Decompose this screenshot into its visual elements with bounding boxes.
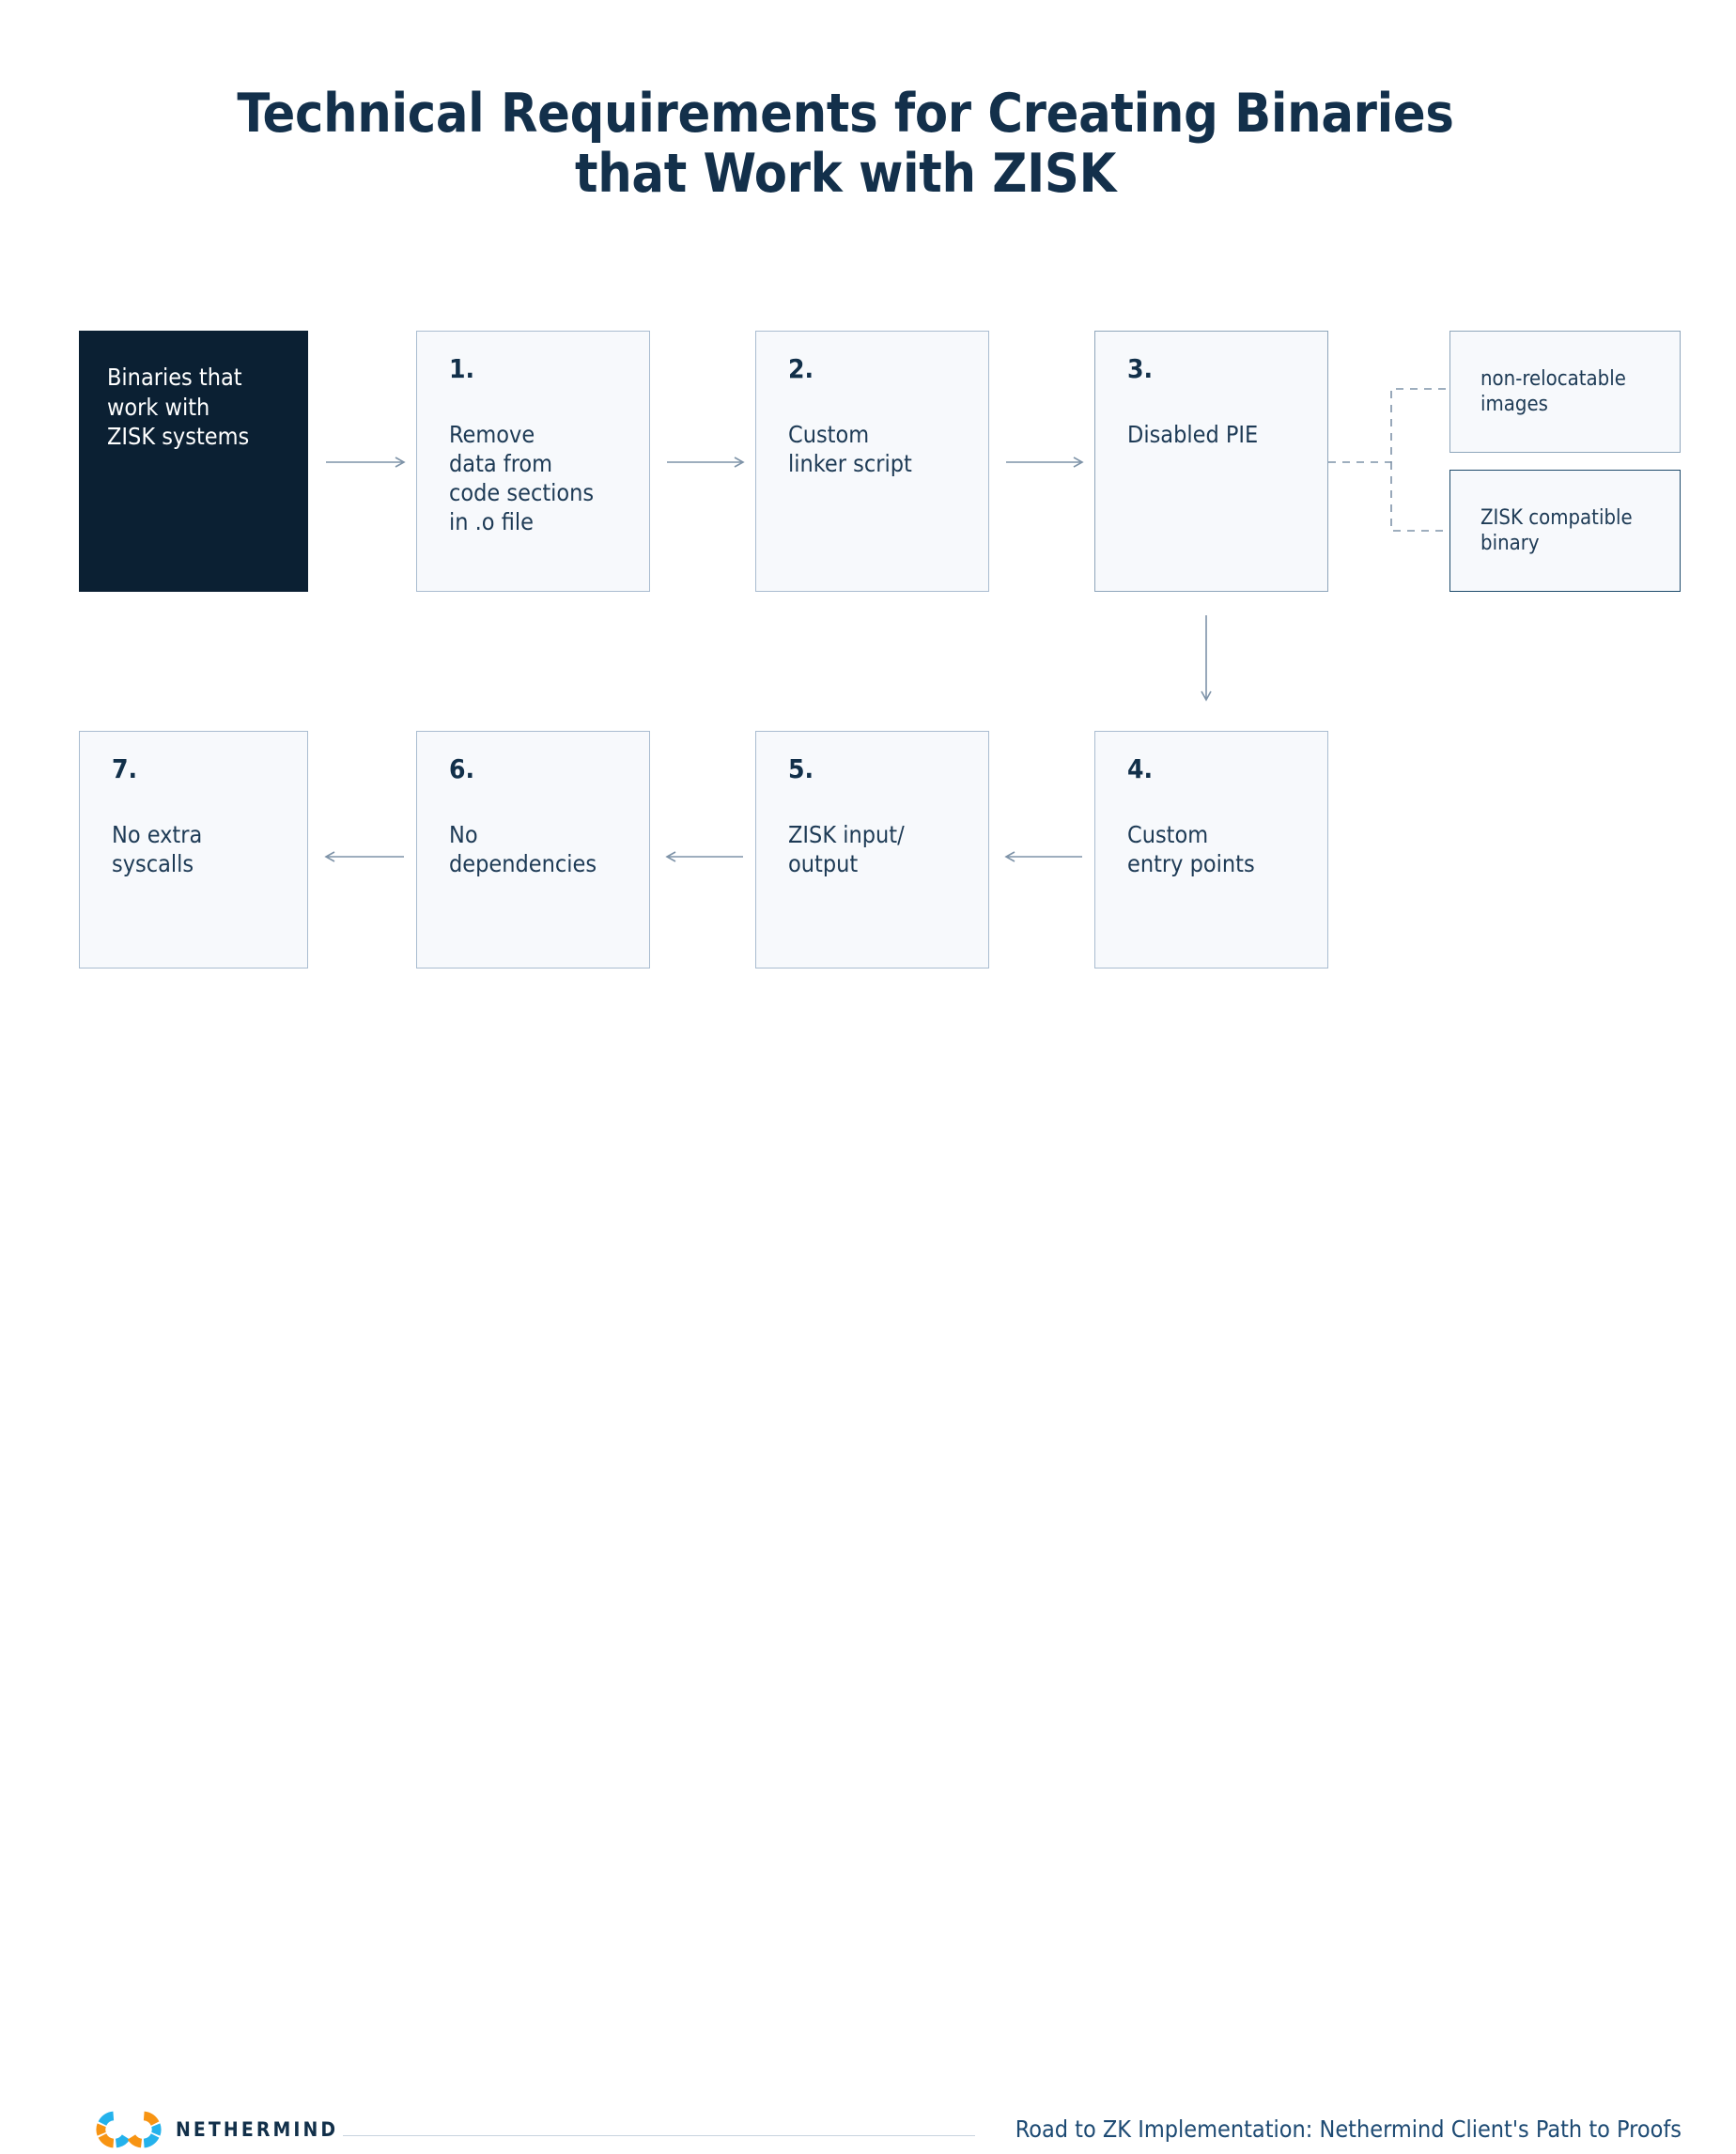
flow-node-step-7-label: No extra syscalls [112, 821, 203, 877]
flow-node-start-label: Binaries that work with ZISK systems [107, 364, 250, 450]
flow-node-step-2-number: 2. [788, 353, 814, 384]
footer-note: Road to ZK Implementation: Nethermind Cl… [1015, 2115, 1682, 2143]
flow-node-step-3[interactable]: 3. Disabled PIE [1094, 331, 1328, 592]
flow-node-step-4-label: Custom entry points [1127, 821, 1255, 877]
connector-layer [324, 388, 1449, 862]
flow-node-step-7[interactable]: 7. No extra syscalls [79, 731, 308, 969]
page-title: Technical Requirements for Creating Bina… [113, 83, 1578, 205]
branch-node-zisk-compatible-binary-label: ZISK compatible binary [1480, 505, 1633, 556]
slide-canvas: Technical Requirements for Creating Bina… [0, 83, 1736, 2148]
flow-node-step-5-label: ZISK input/ output [788, 821, 905, 877]
nethermind-logo-icon [95, 2109, 163, 2150]
flow-node-step-2[interactable]: 2. Custom linker script [755, 331, 989, 592]
flow-node-start[interactable]: Binaries that work with ZISK systems [79, 331, 308, 592]
flow-node-step-3-label: Disabled PIE [1127, 421, 1259, 448]
flow-node-step-7-number: 7. [112, 753, 138, 784]
title-line-1: Technical Requirements for Creating Bina… [237, 83, 1454, 145]
branch-node-non-relocatable-images[interactable]: non-relocatable images [1449, 331, 1681, 453]
flow-node-step-4-number: 4. [1127, 753, 1154, 784]
branch-node-zisk-compatible-binary[interactable]: ZISK compatible binary [1449, 470, 1681, 592]
footer-divider [343, 2135, 975, 2136]
flow-node-step-1-number: 1. [449, 353, 475, 384]
title-line-2: that Work with ZISK [574, 142, 1117, 205]
flow-node-step-2-label: Custom linker script [788, 421, 912, 477]
flow-node-step-6-label: No dependencies [449, 821, 597, 877]
flow-node-step-1-label: Remove data from code sections in .o fil… [449, 421, 595, 535]
footer: NETHERMIND Road to ZK Implementation: Ne… [0, 1050, 1736, 2148]
connector-step-3-to-branches [1328, 388, 1449, 532]
brand-logo[interactable]: NETHERMIND [95, 2109, 338, 2150]
flow-node-step-3-number: 3. [1127, 353, 1154, 384]
flow-node-step-5-number: 5. [788, 753, 814, 784]
flow-node-step-6[interactable]: 6. No dependencies [416, 731, 650, 969]
flow-node-step-1[interactable]: 1. Remove data from code sections in .o … [416, 331, 650, 592]
branch-node-non-relocatable-images-label: non-relocatable images [1480, 366, 1626, 417]
flow-node-step-6-number: 6. [449, 753, 475, 784]
brand-name: NETHERMIND [176, 2118, 339, 2141]
flow-node-step-4[interactable]: 4. Custom entry points [1094, 731, 1328, 969]
flow-node-step-5[interactable]: 5. ZISK input/ output [755, 731, 989, 969]
